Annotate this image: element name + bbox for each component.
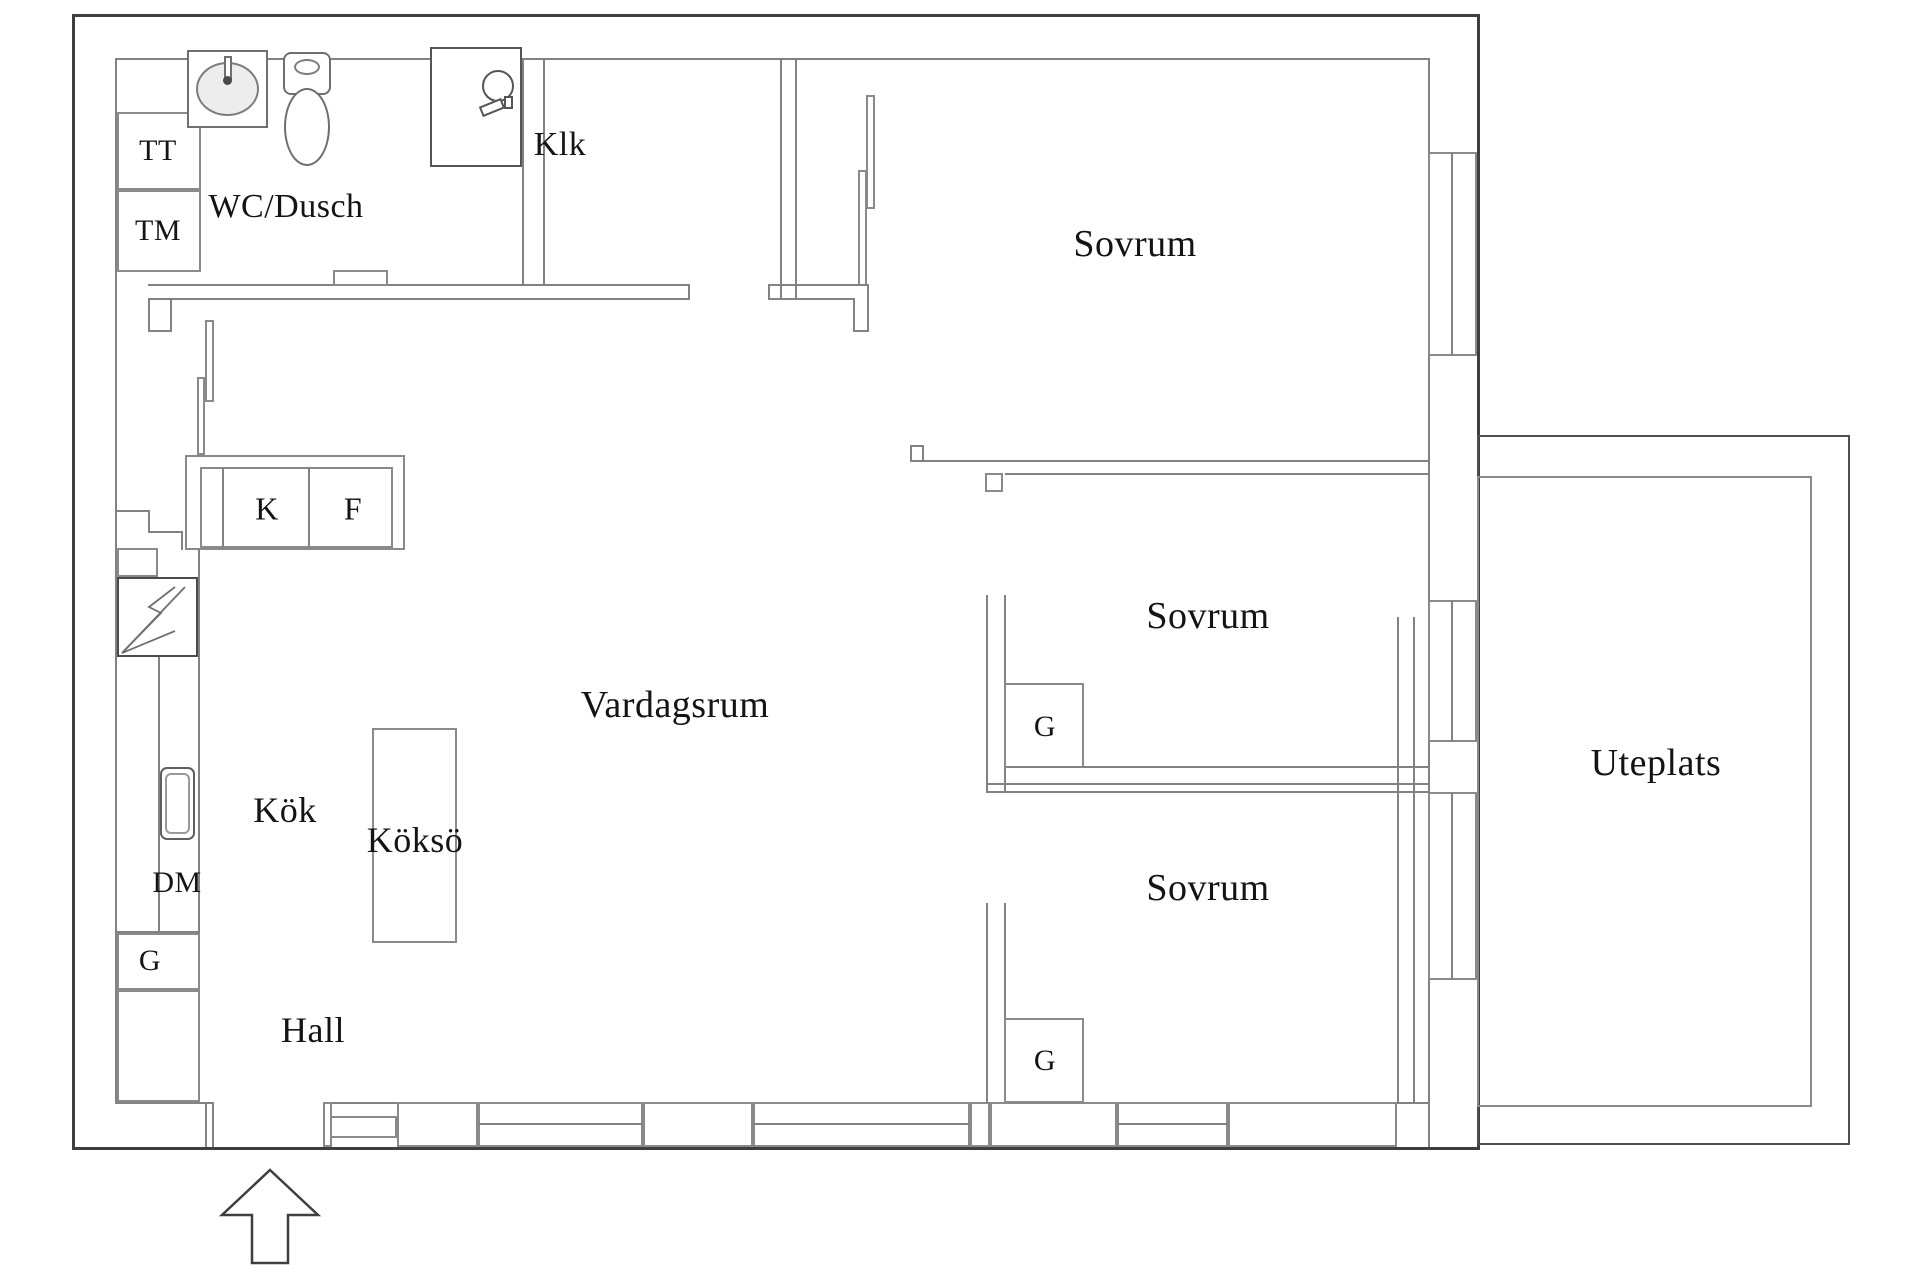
counter-bottom — [117, 931, 200, 933]
window-glass-line — [1117, 1123, 1228, 1125]
lightning-icon — [121, 586, 186, 654]
toilet-bowl — [284, 88, 330, 166]
label-kokso: Köksö — [366, 820, 464, 860]
entrance-jamb-left — [205, 1102, 207, 1147]
wall — [1413, 617, 1415, 1104]
wall — [1397, 617, 1399, 1104]
label-vardagsrum: Vardagsrum — [580, 684, 770, 726]
wall — [867, 284, 869, 332]
wall — [148, 510, 150, 533]
kitchen-island — [372, 728, 457, 943]
wall — [853, 298, 855, 332]
label-tt: TT — [139, 134, 177, 167]
wall — [922, 445, 924, 462]
window-glass-line — [478, 1123, 643, 1125]
wall — [148, 298, 150, 332]
sink-drain — [223, 76, 232, 85]
label-klk: Klk — [533, 126, 587, 163]
wall — [117, 510, 150, 512]
window-glass-line — [1451, 792, 1453, 980]
wall-jamb — [970, 1102, 990, 1147]
label-sovrum-1: Sovrum — [1073, 223, 1197, 265]
wall — [222, 467, 224, 548]
label-g-sovrum2: G — [1033, 710, 1057, 743]
wall — [768, 284, 770, 300]
door-threshold — [985, 473, 1003, 492]
wall — [522, 58, 524, 285]
entrance-opening — [212, 1101, 323, 1105]
wall — [768, 284, 867, 286]
wall — [768, 298, 855, 300]
wall — [986, 783, 1430, 785]
window-glass-line — [753, 1123, 970, 1125]
wall — [148, 330, 172, 332]
label-sovrum-3: Sovrum — [1146, 867, 1270, 909]
electrical-meter-box — [117, 548, 158, 577]
door-leaf — [197, 377, 205, 455]
klk-right-wall-a — [780, 58, 782, 300]
entrance-jamb-right — [212, 1102, 214, 1147]
fridge-freezer-inner — [200, 467, 393, 548]
window-glass-line — [1451, 600, 1453, 742]
wall — [688, 284, 690, 300]
wall — [986, 595, 988, 791]
toilet-tank — [283, 52, 331, 95]
wall-pier — [1228, 1102, 1397, 1147]
door-threshold — [333, 270, 388, 286]
counter-divider — [158, 657, 160, 933]
wall — [148, 298, 688, 300]
window-sill — [330, 1116, 397, 1138]
label-tm: TM — [135, 214, 181, 247]
wall — [1004, 766, 1430, 768]
wall — [308, 467, 310, 548]
wall — [910, 445, 912, 462]
wall — [986, 903, 988, 1103]
wall — [1004, 903, 1006, 1103]
wall — [543, 58, 545, 286]
wardrobe-g — [1004, 1018, 1084, 1103]
toilet-lid-button — [294, 59, 320, 75]
uteplats-inner-border — [1477, 476, 1812, 1107]
wall-pier — [643, 1102, 753, 1147]
label-g-sovrum3: G — [1033, 1044, 1057, 1077]
label-wc-dusch: WC/Dusch — [208, 188, 364, 225]
wall — [910, 445, 924, 447]
tm-box — [117, 190, 201, 272]
wall — [148, 284, 688, 286]
wall-pier — [990, 1102, 1117, 1147]
door-leaf-terrace — [397, 1102, 478, 1147]
inner-wall-top — [115, 58, 1430, 60]
kitchen-sink-inner — [165, 773, 190, 834]
label-sovrum-2: Sovrum — [1146, 595, 1270, 637]
wardrobe-g — [117, 933, 200, 990]
label-g-kitchen: G — [138, 944, 162, 977]
sliding-door-leaf — [866, 95, 875, 209]
window-glass-line — [1451, 152, 1453, 356]
wall — [170, 298, 172, 332]
counter-front — [198, 548, 200, 933]
klk-right-wall-b — [795, 58, 797, 300]
wall — [148, 531, 183, 533]
wall — [181, 531, 183, 550]
label-hall: Hall — [281, 1010, 345, 1050]
wall — [986, 791, 1430, 793]
label-k: K — [255, 490, 279, 527]
label-kok: Kök — [253, 790, 317, 830]
label-dm: DM — [152, 866, 202, 899]
wall — [1005, 473, 1430, 475]
wall — [910, 460, 1430, 462]
label-uteplats: Uteplats — [1590, 742, 1722, 784]
wall — [543, 284, 690, 286]
wall — [853, 330, 869, 332]
label-f: F — [343, 490, 363, 527]
inner-wall-left — [115, 58, 117, 1104]
shower-handle-knob — [504, 96, 513, 109]
hall-wardrobe — [117, 990, 200, 1102]
door-leaf — [205, 320, 214, 402]
